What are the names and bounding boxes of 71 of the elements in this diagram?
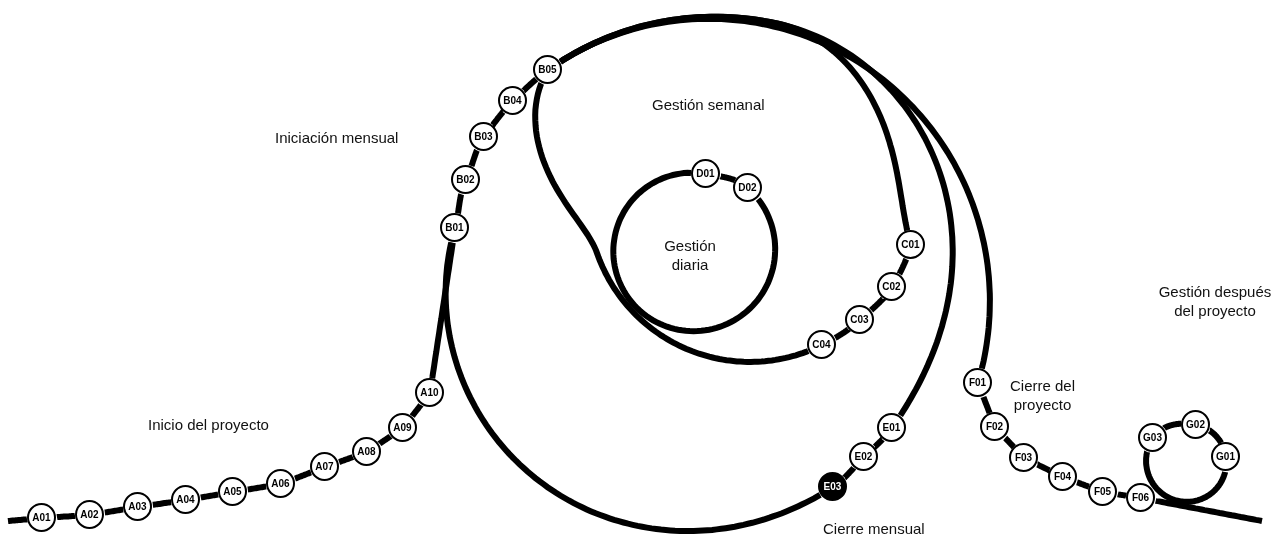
track-line <box>198 491 221 501</box>
phase-label: Cierre mensual <box>823 519 925 538</box>
station-marker: A03 <box>123 492 152 521</box>
station-marker: C04 <box>807 330 836 359</box>
track-line <box>292 469 314 482</box>
phase-label: Iniciación mensual <box>275 128 399 147</box>
track-line <box>1143 449 1228 505</box>
station-marker: A08 <box>352 437 381 466</box>
track-line <box>868 296 886 313</box>
phase-label: Cierre del proyecto <box>1009 376 1076 414</box>
station-marker: G01 <box>1211 442 1240 471</box>
station-marker: C01 <box>896 230 925 259</box>
track-line <box>468 147 480 169</box>
track-line <box>980 394 993 416</box>
station-marker: F06 <box>1126 483 1155 512</box>
track-line <box>520 76 539 94</box>
station-marker: D02 <box>733 173 762 202</box>
station-marker: E01 <box>877 413 906 442</box>
track-line <box>1153 497 1263 524</box>
station-marker: F04 <box>1048 462 1077 491</box>
track-line <box>442 241 822 534</box>
station-marker: B04 <box>498 86 527 115</box>
track-line <box>1002 435 1017 450</box>
track-line <box>1115 491 1129 499</box>
track-line <box>832 326 852 341</box>
phase-label: Gestión semanal <box>652 95 765 114</box>
track-line <box>489 109 506 128</box>
station-marker: C03 <box>845 305 874 334</box>
phase-label: Gestión después del proyecto <box>1157 282 1273 320</box>
station-marker: C02 <box>877 272 906 301</box>
track-line <box>409 402 424 419</box>
station-marker: B05 <box>533 55 562 84</box>
station-marker: G02 <box>1181 410 1210 439</box>
track-line <box>896 256 910 277</box>
station-marker: D01 <box>691 159 720 188</box>
station-marker: F02 <box>980 412 1009 441</box>
station-marker: A02 <box>75 500 104 529</box>
station-marker: F03 <box>1009 443 1038 472</box>
track-line <box>610 169 779 335</box>
track-line <box>336 454 356 465</box>
station-marker: A05 <box>218 477 247 506</box>
station-marker: G03 <box>1138 423 1167 452</box>
track-line <box>245 483 269 493</box>
station-marker: A01 <box>27 503 56 532</box>
station-marker: A04 <box>171 485 200 514</box>
station-marker: E03 <box>818 472 847 501</box>
track-line <box>718 173 738 184</box>
track-line <box>455 191 465 216</box>
station-marker: F01 <box>963 368 992 397</box>
station-marker: A10 <box>415 378 444 407</box>
track-line <box>5 516 30 524</box>
phase-label: Inicio del proyecto <box>148 415 269 434</box>
track-line <box>102 506 126 516</box>
station-marker: B02 <box>451 165 480 194</box>
phase-label: Gestión diaria <box>663 236 717 274</box>
station-marker: F05 <box>1088 477 1117 506</box>
track-line <box>429 241 456 380</box>
track-line <box>376 433 394 447</box>
track-line <box>872 436 886 450</box>
track-line <box>532 81 810 365</box>
track-line <box>841 465 857 481</box>
station-marker: A07 <box>310 452 339 481</box>
track-line <box>1075 479 1091 490</box>
station-marker: B03 <box>469 122 498 151</box>
station-marker: A06 <box>266 469 295 498</box>
track-line <box>558 15 993 370</box>
station-marker: A09 <box>388 413 417 442</box>
track-line <box>150 499 174 508</box>
station-marker: B01 <box>440 213 469 242</box>
track-line <box>1034 461 1053 474</box>
station-marker: E02 <box>849 442 878 471</box>
